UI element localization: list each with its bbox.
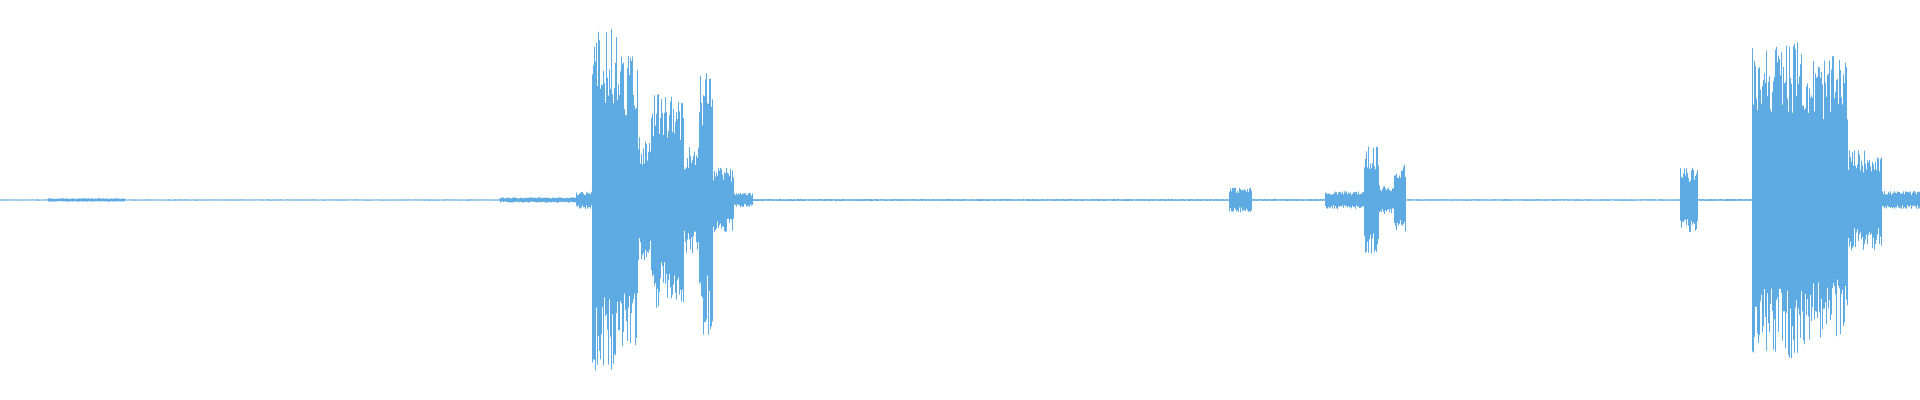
waveform-signal xyxy=(0,29,1920,371)
